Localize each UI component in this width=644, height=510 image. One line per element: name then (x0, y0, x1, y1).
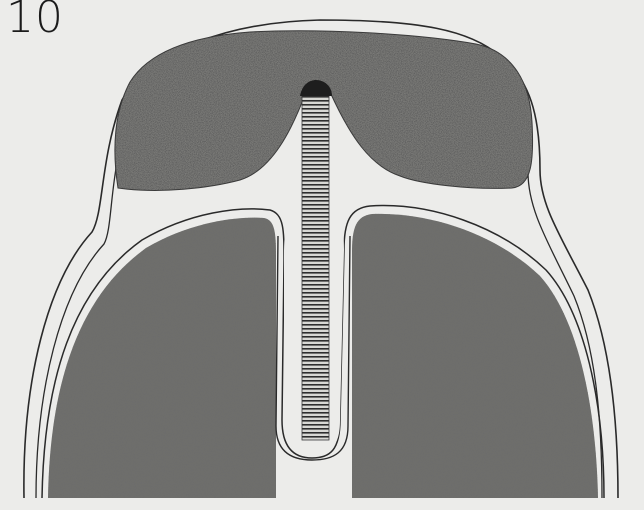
lower-left-mass (48, 218, 276, 498)
lower-right-mass (352, 214, 598, 498)
central-rod (302, 92, 329, 440)
